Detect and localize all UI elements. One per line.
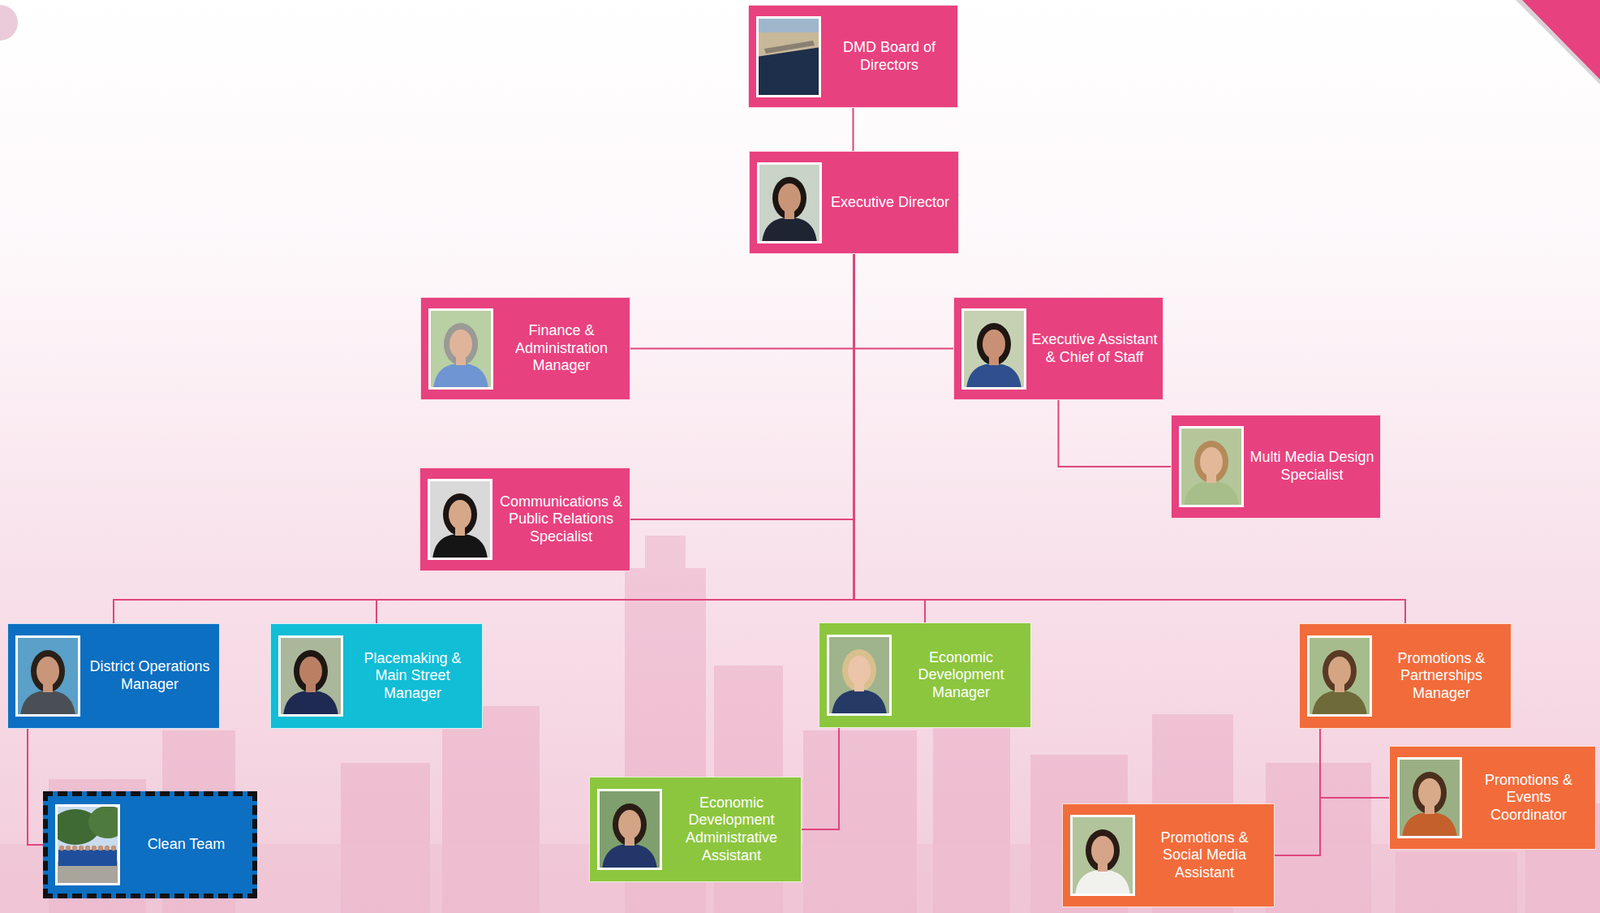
node-title: Communications & Public Relations Specia… xyxy=(497,493,625,547)
text-wrap: Executive Assistant & Chief of Staff xyxy=(1026,326,1163,371)
staff-box: Promotions & Social Media Assistant xyxy=(1062,803,1275,908)
manager-box: District Operations Manager xyxy=(7,623,220,729)
connector-line xyxy=(852,107,855,151)
corner-flag xyxy=(1522,0,1600,80)
text-wrap: Clean Team xyxy=(120,830,253,859)
manager-box: Placemaking & Main Street Manager xyxy=(270,623,483,729)
staff-box: Communications & Public Relations Specia… xyxy=(419,467,631,572)
corner-fold xyxy=(1515,0,1600,85)
node-title: Clean Team xyxy=(124,835,248,854)
portrait-photo xyxy=(597,788,663,870)
portrait-photo xyxy=(15,635,81,717)
node-title: Economic Development Administrative Assi… xyxy=(666,794,796,865)
staff-box: Economic Development Administrative Assi… xyxy=(589,776,802,882)
group-photo xyxy=(55,804,121,886)
text-wrap: Economic Development Manager xyxy=(891,644,1031,707)
portrait-photo xyxy=(961,308,1027,390)
portrait-photo xyxy=(1397,756,1463,839)
node-title: Economic Development Manager xyxy=(896,649,1026,702)
connector-line xyxy=(113,253,855,624)
node-title: Promotions & Partnerships Manager xyxy=(1376,649,1506,703)
corner-dot xyxy=(0,4,18,41)
aerial-photo xyxy=(756,16,822,98)
text-wrap: Promotions & Partnerships Manager xyxy=(1372,645,1511,708)
text-wrap: Promotions & Events Coordinator xyxy=(1462,766,1596,830)
node-title: Finance & Administration Manager xyxy=(498,322,625,375)
node-title: Multi Media Design Specialist xyxy=(1248,448,1376,484)
connector-line xyxy=(854,253,926,623)
staff-box: Executive Assistant & Chief of Staff xyxy=(953,296,1164,400)
text-wrap: Multi Media Design Specialist xyxy=(1243,443,1381,489)
manager-box: Promotions & Partnerships Manager xyxy=(1298,623,1512,729)
connector-line xyxy=(1274,728,1321,856)
node-title: Placemaking & Main Street Manager xyxy=(348,649,478,703)
portrait-photo xyxy=(1307,635,1373,717)
connector-line xyxy=(1320,728,1390,798)
portrait-photo xyxy=(428,308,494,390)
portrait-photo xyxy=(756,162,822,244)
connector-line xyxy=(801,727,839,830)
node-title: Executive Assistant & Chief of Staff xyxy=(1031,331,1158,366)
node-title: Executive Director xyxy=(826,193,954,212)
connector-line xyxy=(854,253,955,349)
text-wrap: Economic Development Administrative Assi… xyxy=(662,789,801,869)
node-title: Promotions & Social Media Assistant xyxy=(1139,829,1269,882)
portrait-photo xyxy=(278,635,344,717)
staff-box: Finance & Administration Manager xyxy=(420,296,631,400)
staff-box: Promotions & Events Coordinator xyxy=(1389,745,1596,850)
portrait-photo xyxy=(826,634,892,716)
connector-line xyxy=(1058,400,1172,467)
node-title: Promotions & Events Coordinator xyxy=(1466,771,1591,825)
staff-box: Multi Media Design Specialist xyxy=(1170,414,1381,519)
team-box: Clean Team xyxy=(43,791,258,899)
text-wrap: DMD Board of Directors xyxy=(821,34,958,79)
text-wrap: Placemaking & Main Street Manager xyxy=(343,645,482,708)
connector-line xyxy=(376,253,855,624)
connector-line xyxy=(854,253,1407,624)
text-wrap: Promotions & Social Media Assistant xyxy=(1135,824,1274,887)
director-box: Executive Director xyxy=(748,150,960,254)
portrait-photo xyxy=(1178,425,1244,508)
text-wrap: Finance & Administration Manager xyxy=(493,317,630,380)
portrait-photo xyxy=(1070,814,1136,896)
board-box: DMD Board of Directors xyxy=(748,4,959,108)
node-title: District Operations Manager xyxy=(85,658,215,693)
text-wrap: District Operations Manager xyxy=(80,653,220,698)
node-title: DMD Board of Directors xyxy=(825,38,953,74)
connector-line xyxy=(630,253,855,349)
connector-line xyxy=(27,728,44,845)
connector-line xyxy=(630,253,855,520)
portrait-photo xyxy=(427,478,493,560)
text-wrap: Communications & Public Relations Specia… xyxy=(492,488,630,551)
manager-box: Economic Development Manager xyxy=(818,622,1032,728)
text-wrap: Executive Director xyxy=(821,189,959,217)
